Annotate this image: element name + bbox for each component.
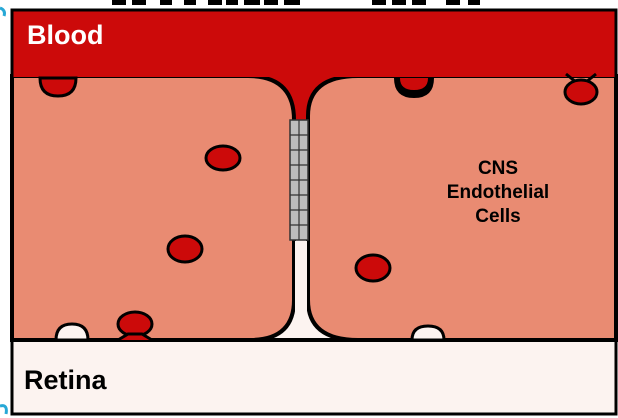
clipped-title-fragment <box>112 0 480 5</box>
retina-label: Retina <box>24 365 108 395</box>
cells-label-line-3: Cells <box>475 206 520 227</box>
vesicle-icon <box>356 255 390 281</box>
corner-accent-bottom <box>0 406 6 414</box>
blood-label: Blood <box>27 20 103 50</box>
paracellular-gap <box>295 241 307 341</box>
caveola-icon <box>40 78 76 96</box>
caveola-icon <box>412 326 444 340</box>
left-endothelial-cell <box>12 76 294 340</box>
vesicle-icon <box>168 236 202 262</box>
vesicle-icon <box>118 312 152 340</box>
right-endothelial-cell <box>308 76 616 340</box>
tight-junction-icon <box>290 120 308 240</box>
vesicle-icon <box>565 74 597 104</box>
caveola-icon <box>56 324 88 340</box>
vesicle-icon <box>206 146 240 170</box>
cells-label-line-1: CNS <box>478 158 518 179</box>
corner-accent-top <box>0 8 5 16</box>
cells-label-line-2: Endothelial <box>447 182 549 203</box>
blood-edge <box>12 74 616 77</box>
